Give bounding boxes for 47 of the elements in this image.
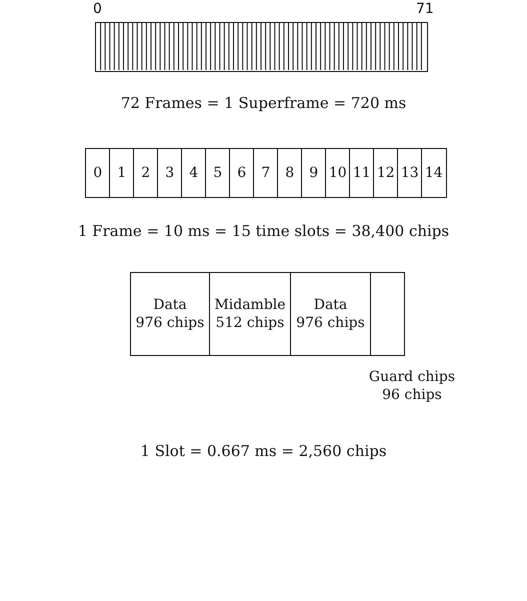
slot-number: 0 [93,164,102,182]
slot-number: 13 [400,164,419,182]
slot-number: 7 [261,164,270,182]
slot-number: 3 [165,164,174,182]
frame-slot-box [229,148,254,198]
slot-number: 4 [189,164,198,182]
slot-number: 10 [328,164,347,182]
slot-number: 1 [117,164,126,182]
field-name: Data [314,296,348,314]
frame-slot-box [109,148,134,198]
field-name: Midamble [214,296,286,314]
frame-slot-box [373,148,398,198]
slot-number: 5 [213,164,222,182]
superframe-bar [95,22,428,72]
frame-slot-box [325,148,350,198]
chip-count: 512 chips [216,314,284,332]
frame-slot-box [277,148,302,198]
frame-index: 0 [93,0,102,18]
chip-count: 976 chips [136,314,204,332]
slot-number: 2 [141,164,150,182]
frame-slot-box [133,148,158,198]
frame-slot-box [85,148,110,198]
slot-number: 11 [352,164,371,182]
caption-text: 1 Slot = 0.667 ms = 2,560 chips [140,442,387,460]
caption-text: 72 Frames = 1 Superframe = 720 ms [120,94,406,112]
frame-slot-box [157,148,182,198]
slot-number: 12 [376,164,395,182]
frame-slot-box [253,148,278,198]
frame-slot-box [205,148,230,198]
slot-field-box [130,272,210,356]
frame-slot-box [397,148,422,198]
guard-label: Guard chips 96 chips [368,368,456,404]
frame-slot-box [181,148,206,198]
slot-number: 9 [309,164,318,182]
slot-number: 6 [237,164,246,182]
frame-slot-box [349,148,374,198]
slot-number: 8 [285,164,294,182]
slot-field-box [290,272,371,356]
frame-slot-box [301,148,326,198]
caption-text: 1 Frame = 10 ms = 15 time slots = 38,400 chips [78,222,450,240]
guard-box [370,272,404,356]
frame-index: 71 [416,0,434,18]
field-name: Data [153,296,187,314]
slot-number: 14 [424,164,443,182]
chip-count: 976 chips [296,314,365,332]
slot-field-box [208,272,292,356]
frame-slot-box [421,148,446,198]
